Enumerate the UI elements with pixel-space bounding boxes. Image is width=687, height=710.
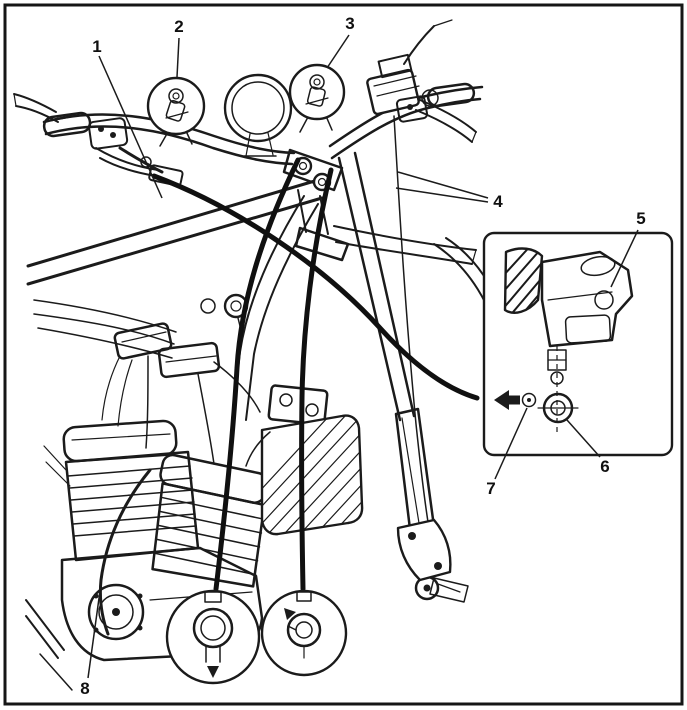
alignment-arrow-icon — [207, 666, 219, 678]
choke-lever — [95, 147, 159, 171]
throttle-cable-a — [213, 157, 301, 592]
callout-5-label: 5 — [636, 209, 645, 228]
brake-hose — [393, 115, 429, 523]
callout-6-leader — [566, 419, 601, 458]
callout-4-label: 4 — [493, 192, 503, 211]
intake-boot — [503, 247, 544, 314]
callout-7-leader — [494, 407, 528, 480]
ignition-coils-wiring — [33, 293, 261, 465]
right-switch-housing — [395, 95, 429, 123]
throttle-grip — [426, 82, 476, 108]
callout-3-leader — [326, 34, 350, 69]
callout-6-label: 6 — [600, 457, 609, 476]
front-fork — [337, 115, 469, 603]
handlebar-right — [328, 19, 484, 160]
direction-arrow-icon — [494, 390, 520, 410]
callout-8-leader — [87, 561, 105, 679]
instrument-gauge — [223, 73, 293, 157]
ignition-coil-2 — [157, 341, 221, 379]
detail-bubble-cable-end-a — [165, 589, 261, 685]
air-filter — [260, 414, 364, 536]
engine-side-cover — [87, 583, 145, 641]
callout-1-label: 1 — [92, 37, 101, 56]
locknut-screw-detail — [521, 392, 537, 408]
callout-2-leader — [176, 37, 180, 78]
ignition-coil-1 — [113, 322, 173, 360]
choke-cable — [151, 173, 480, 401]
detail-bubble-item2 — [146, 76, 206, 147]
detail-bubble-cable-end-b — [260, 589, 348, 677]
inset-detail-box — [482, 231, 674, 457]
callout-5-leader — [610, 229, 639, 288]
callout-leaders — [87, 34, 639, 679]
float-bowl — [564, 314, 612, 344]
clutch-lever — [13, 93, 57, 113]
callout-2-label: 2 — [174, 17, 183, 36]
left-grip — [42, 111, 92, 138]
callout-1-leader — [98, 55, 163, 199]
throttle-cable-b — [299, 167, 334, 592]
callout-8-label: 8 — [80, 679, 89, 698]
callout-3-label: 3 — [345, 14, 354, 33]
callout-4-leader — [395, 187, 489, 203]
left-switch-housing — [88, 117, 129, 150]
callout-numbers: 1 2 3 4 5 6 7 8 — [80, 14, 645, 698]
callout-4-leader — [397, 171, 489, 199]
mirror-stem — [403, 25, 435, 65]
detail-bubble-item3 — [288, 63, 346, 133]
callout-7-label: 7 — [486, 479, 495, 498]
control-cables — [98, 146, 480, 636]
alignment-arrow-icon — [284, 608, 296, 620]
brake-lever — [419, 99, 477, 133]
